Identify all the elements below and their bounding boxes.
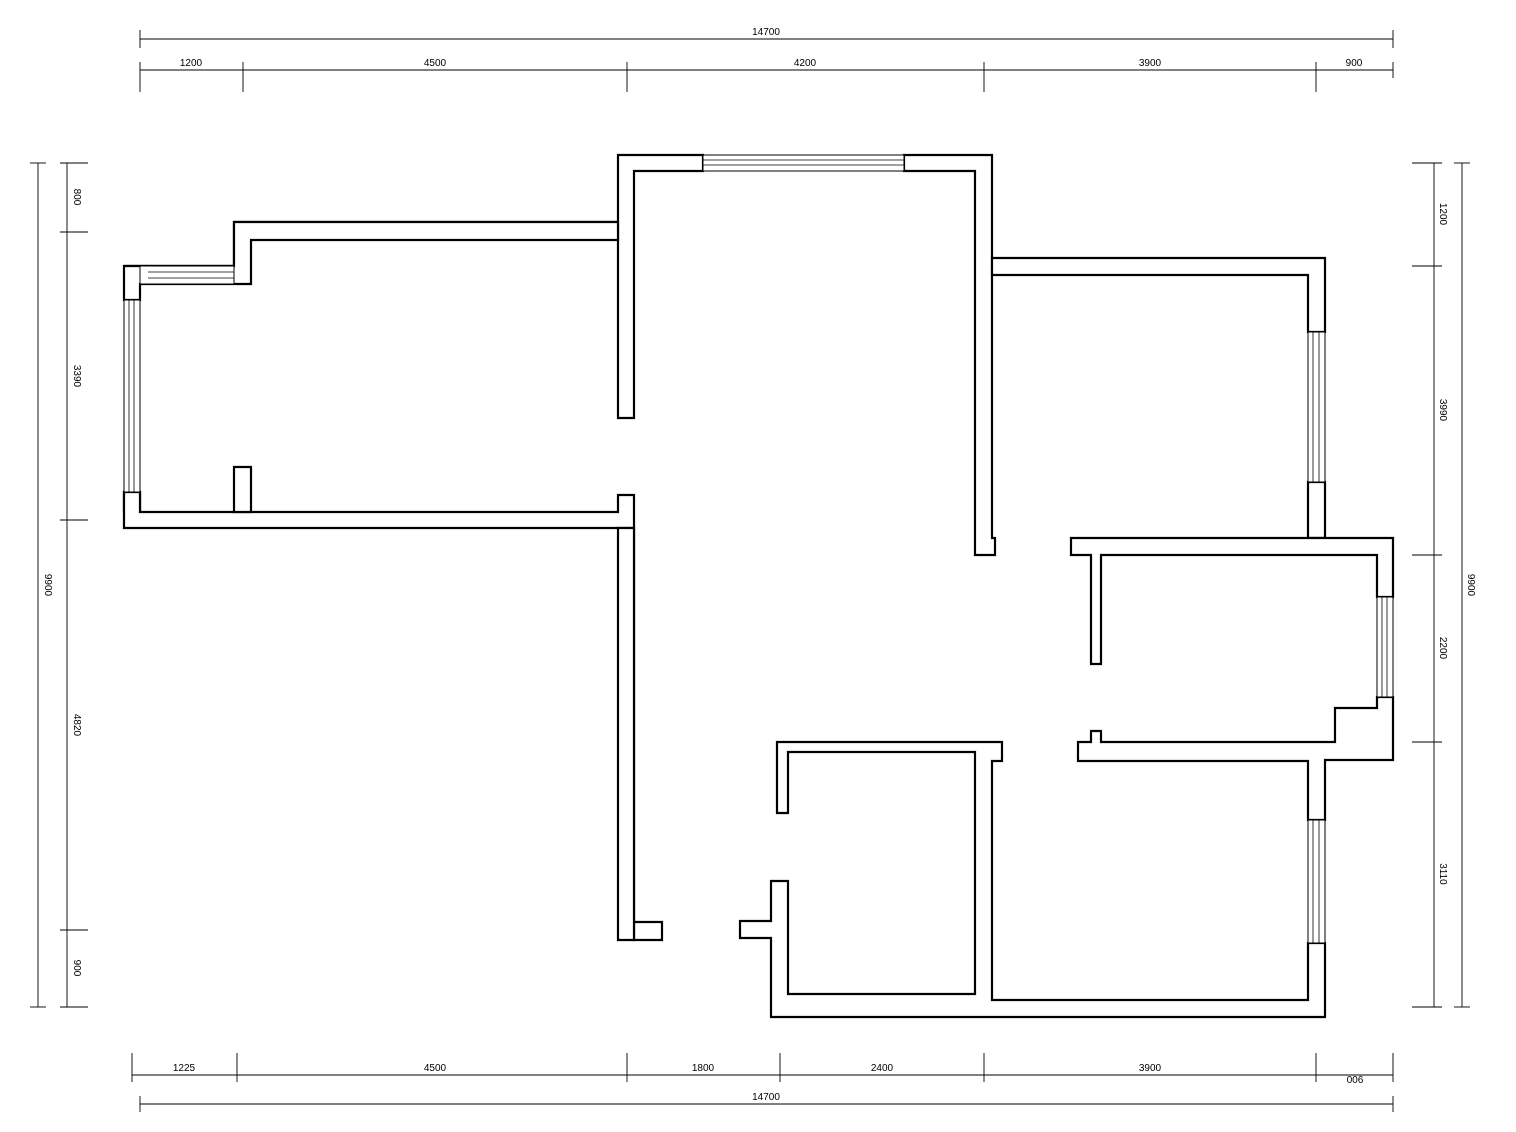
wall-upper-left-top — [122, 220, 620, 302]
wall-right-upper — [990, 256, 1327, 334]
right-segment-label: 1200 — [1437, 203, 1448, 226]
bottom-segment-label: 1800 — [692, 1063, 715, 1074]
window-right-upper — [1307, 331, 1326, 483]
right-dimension-chain: 1200 3990 2200 3110 9900 — [1412, 162, 1476, 1008]
top-segment-label: 900 — [1346, 58, 1363, 69]
wall-right-middle — [1069, 536, 1395, 666]
wall-right-middle-lower — [1076, 695, 1395, 822]
wall-top-center-right — [902, 153, 997, 557]
bottom-total-label: 14700 — [752, 1092, 780, 1103]
top-segment-label: 4200 — [794, 58, 817, 69]
bottom-segment-label: 4500 — [424, 1063, 447, 1074]
wall-upper-left-room — [124, 153, 705, 420]
bottom-segment-label: 2400 — [871, 1063, 894, 1074]
top-segment-label: 3900 — [1139, 58, 1162, 69]
wall-left-bottom-stub — [616, 526, 636, 942]
left-total-label: 9900 — [42, 574, 53, 597]
window-upper-left — [139, 265, 235, 285]
top-segment-label: 1200 — [180, 58, 203, 69]
right-segment-label: 3110 — [1437, 863, 1448, 885]
window-right-lower — [1307, 819, 1326, 944]
top-total-label: 14700 — [752, 27, 780, 38]
wall-left-pillar — [232, 465, 253, 514]
bottom-segment-label: 1225 — [173, 1063, 196, 1074]
bottom-segment-label: 900 — [1346, 1073, 1363, 1084]
wall-left-bottom — [122, 490, 664, 942]
bottom-dimension-chain: 1225 4500 1800 2400 3900 900 14700 — [131, 1053, 1394, 1112]
top-segment-label: 4500 — [424, 58, 447, 69]
wall-right-upper-lower — [1306, 480, 1327, 540]
windows — [123, 154, 1394, 944]
window-left — [123, 299, 141, 493]
right-total-label: 9900 — [1465, 574, 1476, 597]
left-dimension-chain: 9900 800 3390 4820 900 — [30, 162, 88, 1008]
bottom-segment-label: 3900 — [1139, 1063, 1162, 1074]
left-segment-label: 800 — [71, 189, 82, 206]
left-segment-label: 900 — [71, 960, 82, 977]
top-dimension-chain: 14700 1200 4500 4200 3900 900 — [139, 27, 1394, 92]
walls — [122, 153, 1395, 1019]
wall-bottom-right — [738, 740, 1327, 1019]
right-segment-label: 3990 — [1437, 399, 1448, 422]
window-right-middle — [1376, 596, 1394, 698]
left-segment-label: 3390 — [71, 365, 82, 388]
window-top — [702, 154, 905, 172]
left-segment-label: 4820 — [71, 714, 82, 737]
right-segment-label: 2200 — [1437, 637, 1448, 660]
